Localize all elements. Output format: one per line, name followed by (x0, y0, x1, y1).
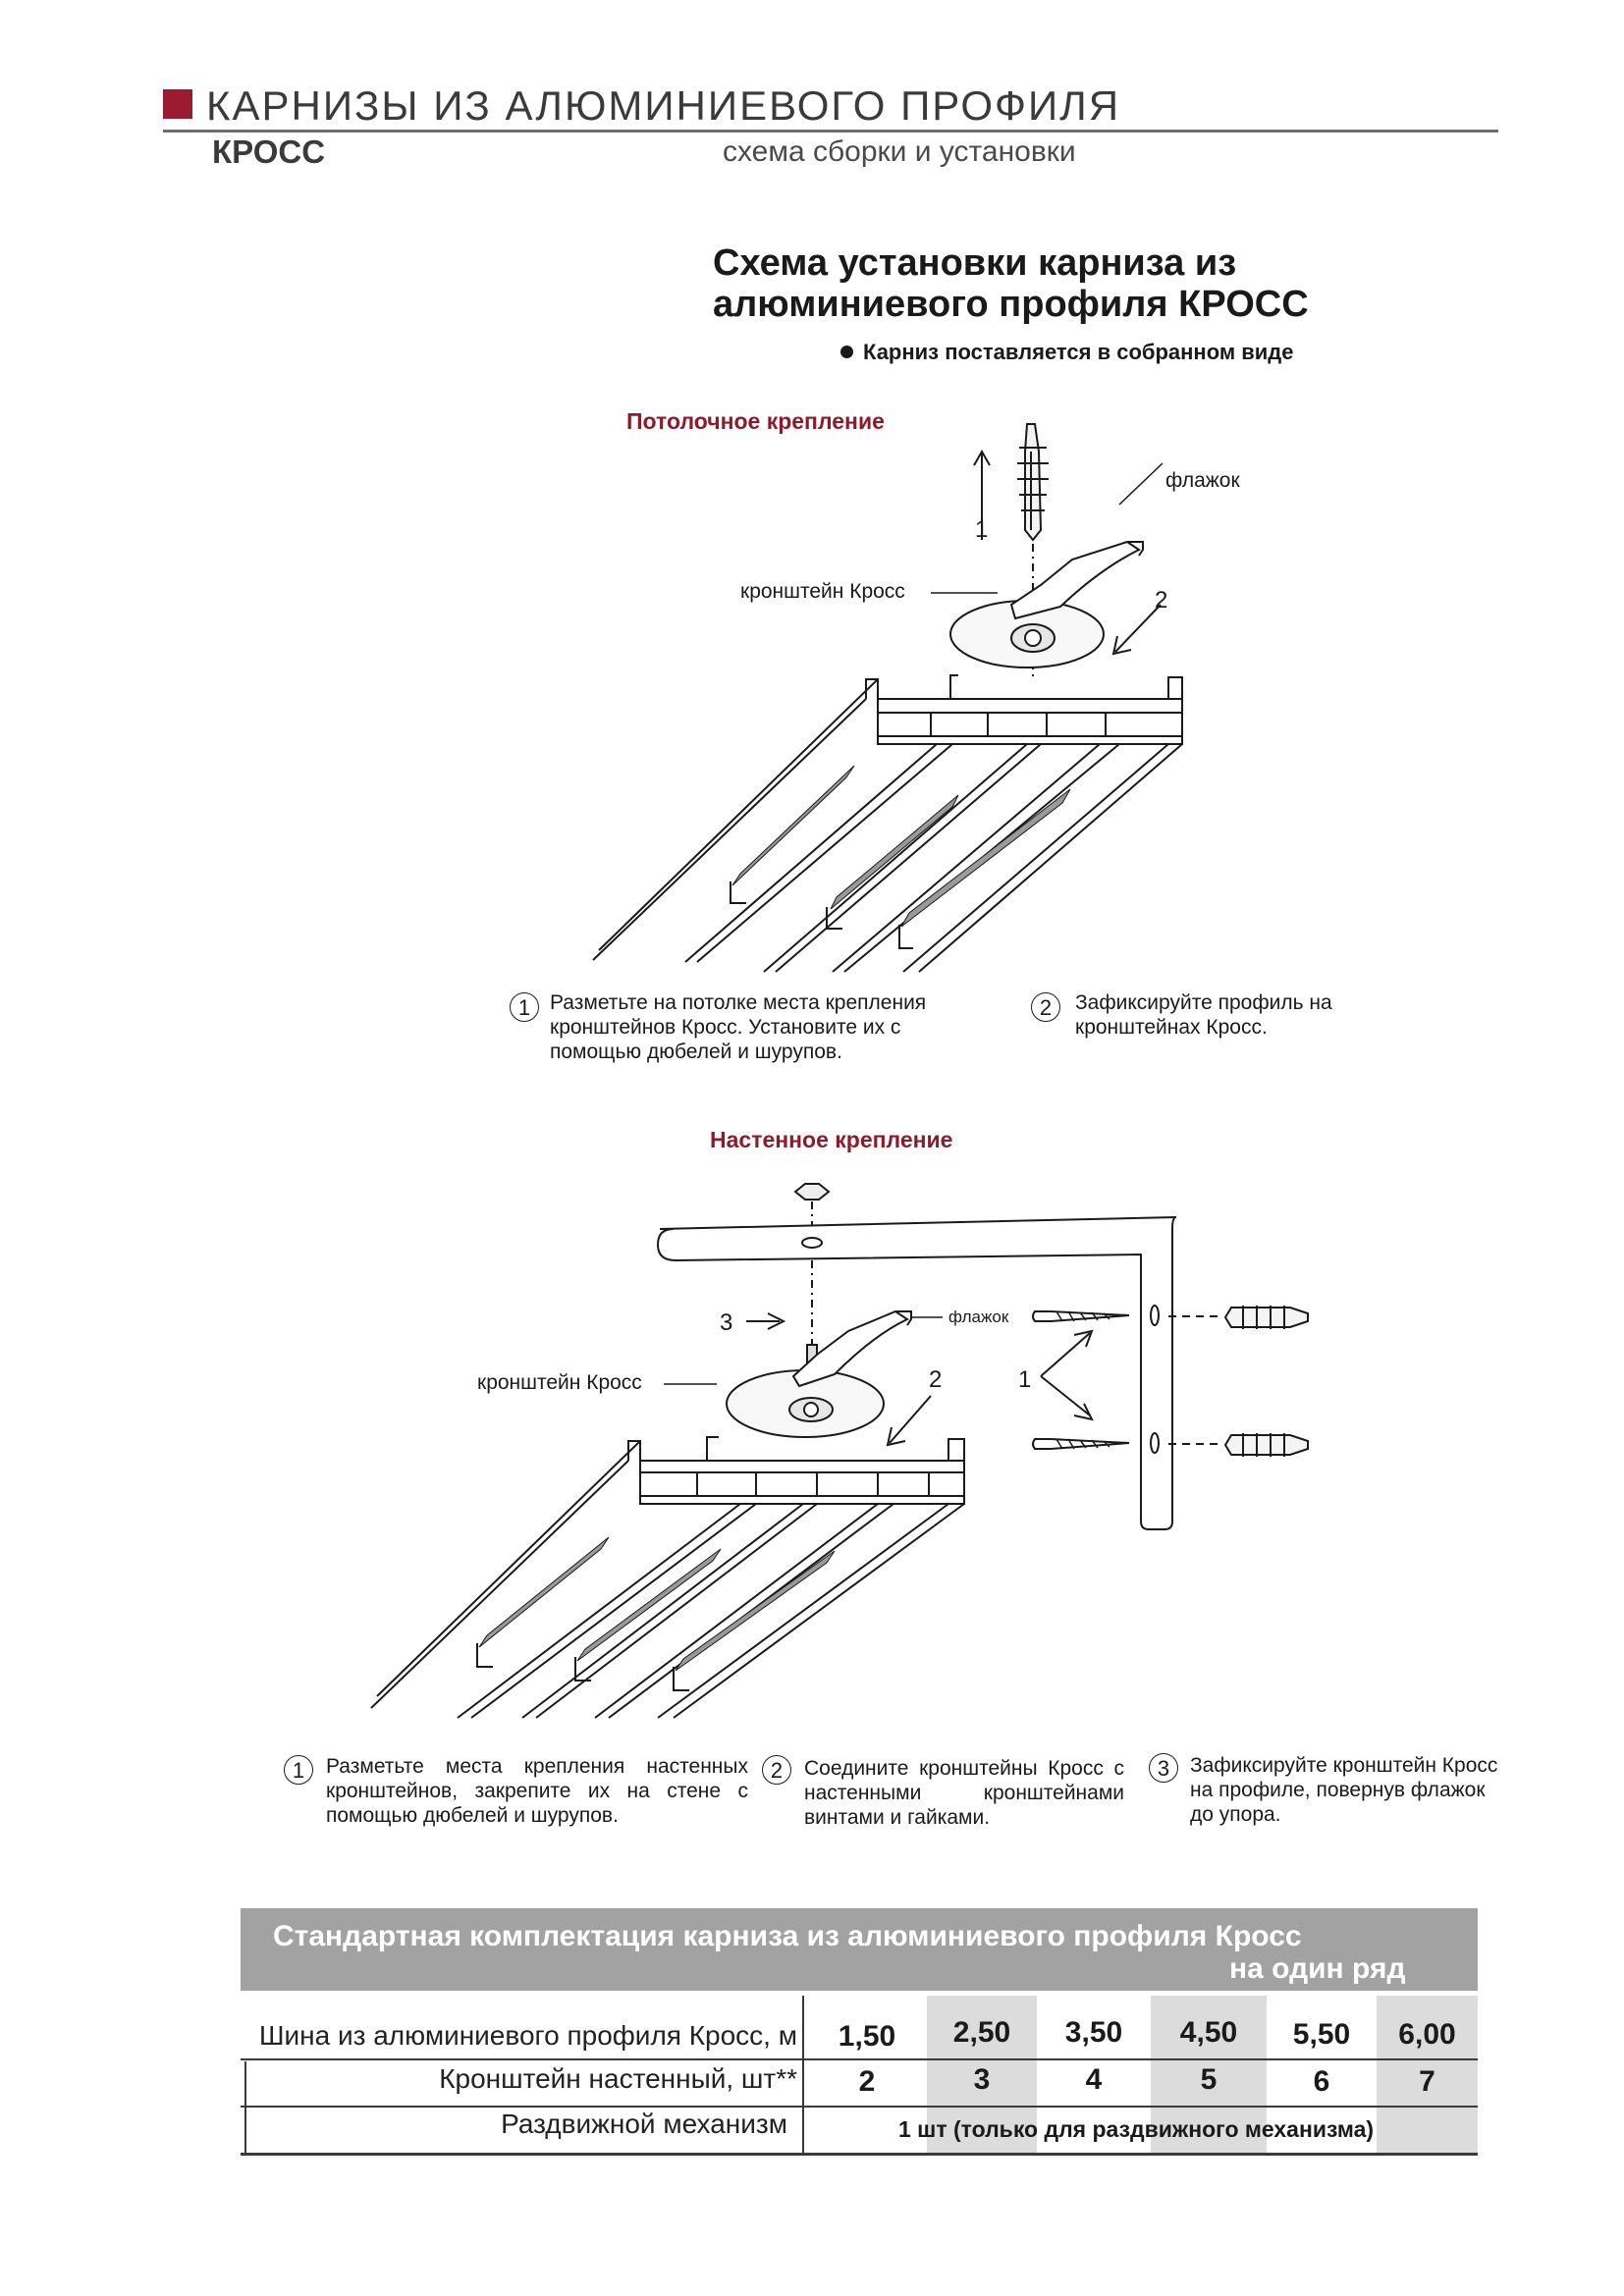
wall-step-2-number: 2 (762, 1755, 791, 1785)
ceiling-step-2-number: 2 (1031, 992, 1060, 1022)
table-cell: 3 (973, 2063, 991, 2096)
aluminium-profile-rail (370, 1436, 965, 1719)
table-row-divider (241, 2153, 1478, 2156)
table-shade-col (927, 1996, 1037, 2155)
wall-bracket-label: кронштейн Кросс (477, 1371, 642, 1394)
table-cell: 2 (858, 2065, 876, 2098)
table-cell: 4 (1085, 2063, 1103, 2096)
table-cell: 6,00 (1398, 2018, 1456, 2051)
wall-step-2-text: Соедините кронштейны Кросс с настенными … (804, 1757, 1124, 1829)
ceiling-step-1-number: 1 (510, 992, 539, 1022)
wall-flag-label: флажок (948, 1308, 1009, 1326)
table-shade-col (1377, 1996, 1478, 2155)
table-cell: 1,50 (838, 2020, 896, 2053)
kit-table-title-line1: Стандартная комплектация карниза из алюм… (273, 1920, 1302, 1952)
wall-step-1-number: 1 (284, 1755, 313, 1785)
table-row-divider (241, 2106, 1478, 2108)
table-cell-merged: 1 шт (только для раздвижного механизма) (897, 2116, 1375, 2142)
delivery-note-text: Карниз поставляется в собранном виде (863, 340, 1294, 364)
row-label-mechanism: Раздвижной механизм (501, 2109, 787, 2139)
product-name: КРОСС (212, 133, 326, 170)
table-cell: 3,50 (1064, 2016, 1123, 2049)
arrow-diagonal-icon (1040, 1375, 1091, 1416)
page-header-title: КАРНИЗЫ ИЗ АЛЮМИНИЕВОГО ПРОФИЛЯ (206, 82, 1121, 129)
dowel-icon (1223, 1433, 1309, 1457)
wall-arrow-3-label: 3 (720, 1309, 733, 1336)
page-subtitle: схема сборки и установки (723, 135, 1076, 168)
ceiling-step-1-text: Разметьте на потолке места крепления кро… (550, 991, 927, 1063)
wall-mount-heading: Настенное крепление (710, 1127, 953, 1152)
table-cell: 5,50 (1292, 2018, 1351, 2051)
bullet-icon (840, 345, 853, 358)
wall-bracket-icon (656, 1216, 1177, 1530)
table-row-divider (241, 2058, 1478, 2060)
table-cell: 7 (1419, 2065, 1435, 2098)
wall-arrow-1-label: 1 (1018, 1366, 1032, 1393)
cross-bracket-icon (949, 540, 1144, 668)
brand-square (163, 89, 192, 119)
wall-step-3-number: 3 (1149, 1753, 1178, 1783)
ceiling-arrow-1-label: 1 (975, 516, 989, 543)
arrow-diagonal-icon (1114, 604, 1162, 653)
ceiling-bracket-label: кронштейн Кросс (740, 580, 905, 603)
dowel-icon (1017, 423, 1049, 542)
row-label-wall-bracket: Кронштейн настенный, шт** (439, 2063, 797, 2094)
table-shade-col (1151, 1996, 1267, 2155)
wall-step-3-text: Зафиксируйте кронштейн Кросс на профиле,… (1190, 1754, 1498, 1826)
main-title-line2: алюминиевого профиля КРОСС (713, 284, 1309, 325)
flag-leader (1118, 462, 1164, 506)
aluminium-profile-rail (592, 674, 1183, 973)
wall-step-1-text: Разметьте места крепления настенных крон… (326, 1755, 748, 1827)
dowel-icon (1223, 1306, 1309, 1329)
screw-icon (1032, 1310, 1130, 1322)
table-column-divider (802, 1996, 804, 2153)
arrow-diagonal-icon (1040, 1332, 1091, 1377)
table-left-border (244, 2061, 246, 2153)
ceiling-step-2-text: Зафиксируйте профиль на кронштейнах Крос… (1075, 991, 1332, 1039)
delivery-note: Карниз поставляется в собранном виде (840, 340, 1294, 365)
table-cell: 6 (1313, 2065, 1330, 2098)
nut-icon (793, 1183, 831, 1201)
header-divider (163, 130, 1498, 133)
main-title: Схема установки карниза из алюминиевого … (713, 242, 1309, 325)
arrow-diagonal-icon (889, 1395, 932, 1444)
wall-arrow-2-label: 2 (929, 1366, 943, 1393)
screw-icon (1032, 1438, 1130, 1450)
kit-table-header (241, 1908, 1478, 1991)
table-cell: 2,50 (952, 2016, 1011, 2049)
row-label-rail: Шина из алюминиевого профиля Кросс, м (258, 2020, 797, 2051)
ceiling-mount-diagram (592, 423, 1183, 973)
kit-table-title-line2: на один ряд (1229, 1952, 1406, 1985)
wall-mount-diagram (370, 1183, 1309, 1719)
table-cell: 5 (1200, 2063, 1218, 2096)
cross-bracket-icon (726, 1309, 912, 1438)
main-title-line1: Схема установки карниза из (713, 242, 1237, 284)
table-cell: 4,50 (1179, 2016, 1238, 2049)
ceiling-mount-heading: Потолочное крепление (626, 408, 885, 434)
ceiling-flag-label: флажок (1165, 469, 1240, 492)
ceiling-arrow-2-label: 2 (1155, 587, 1168, 614)
